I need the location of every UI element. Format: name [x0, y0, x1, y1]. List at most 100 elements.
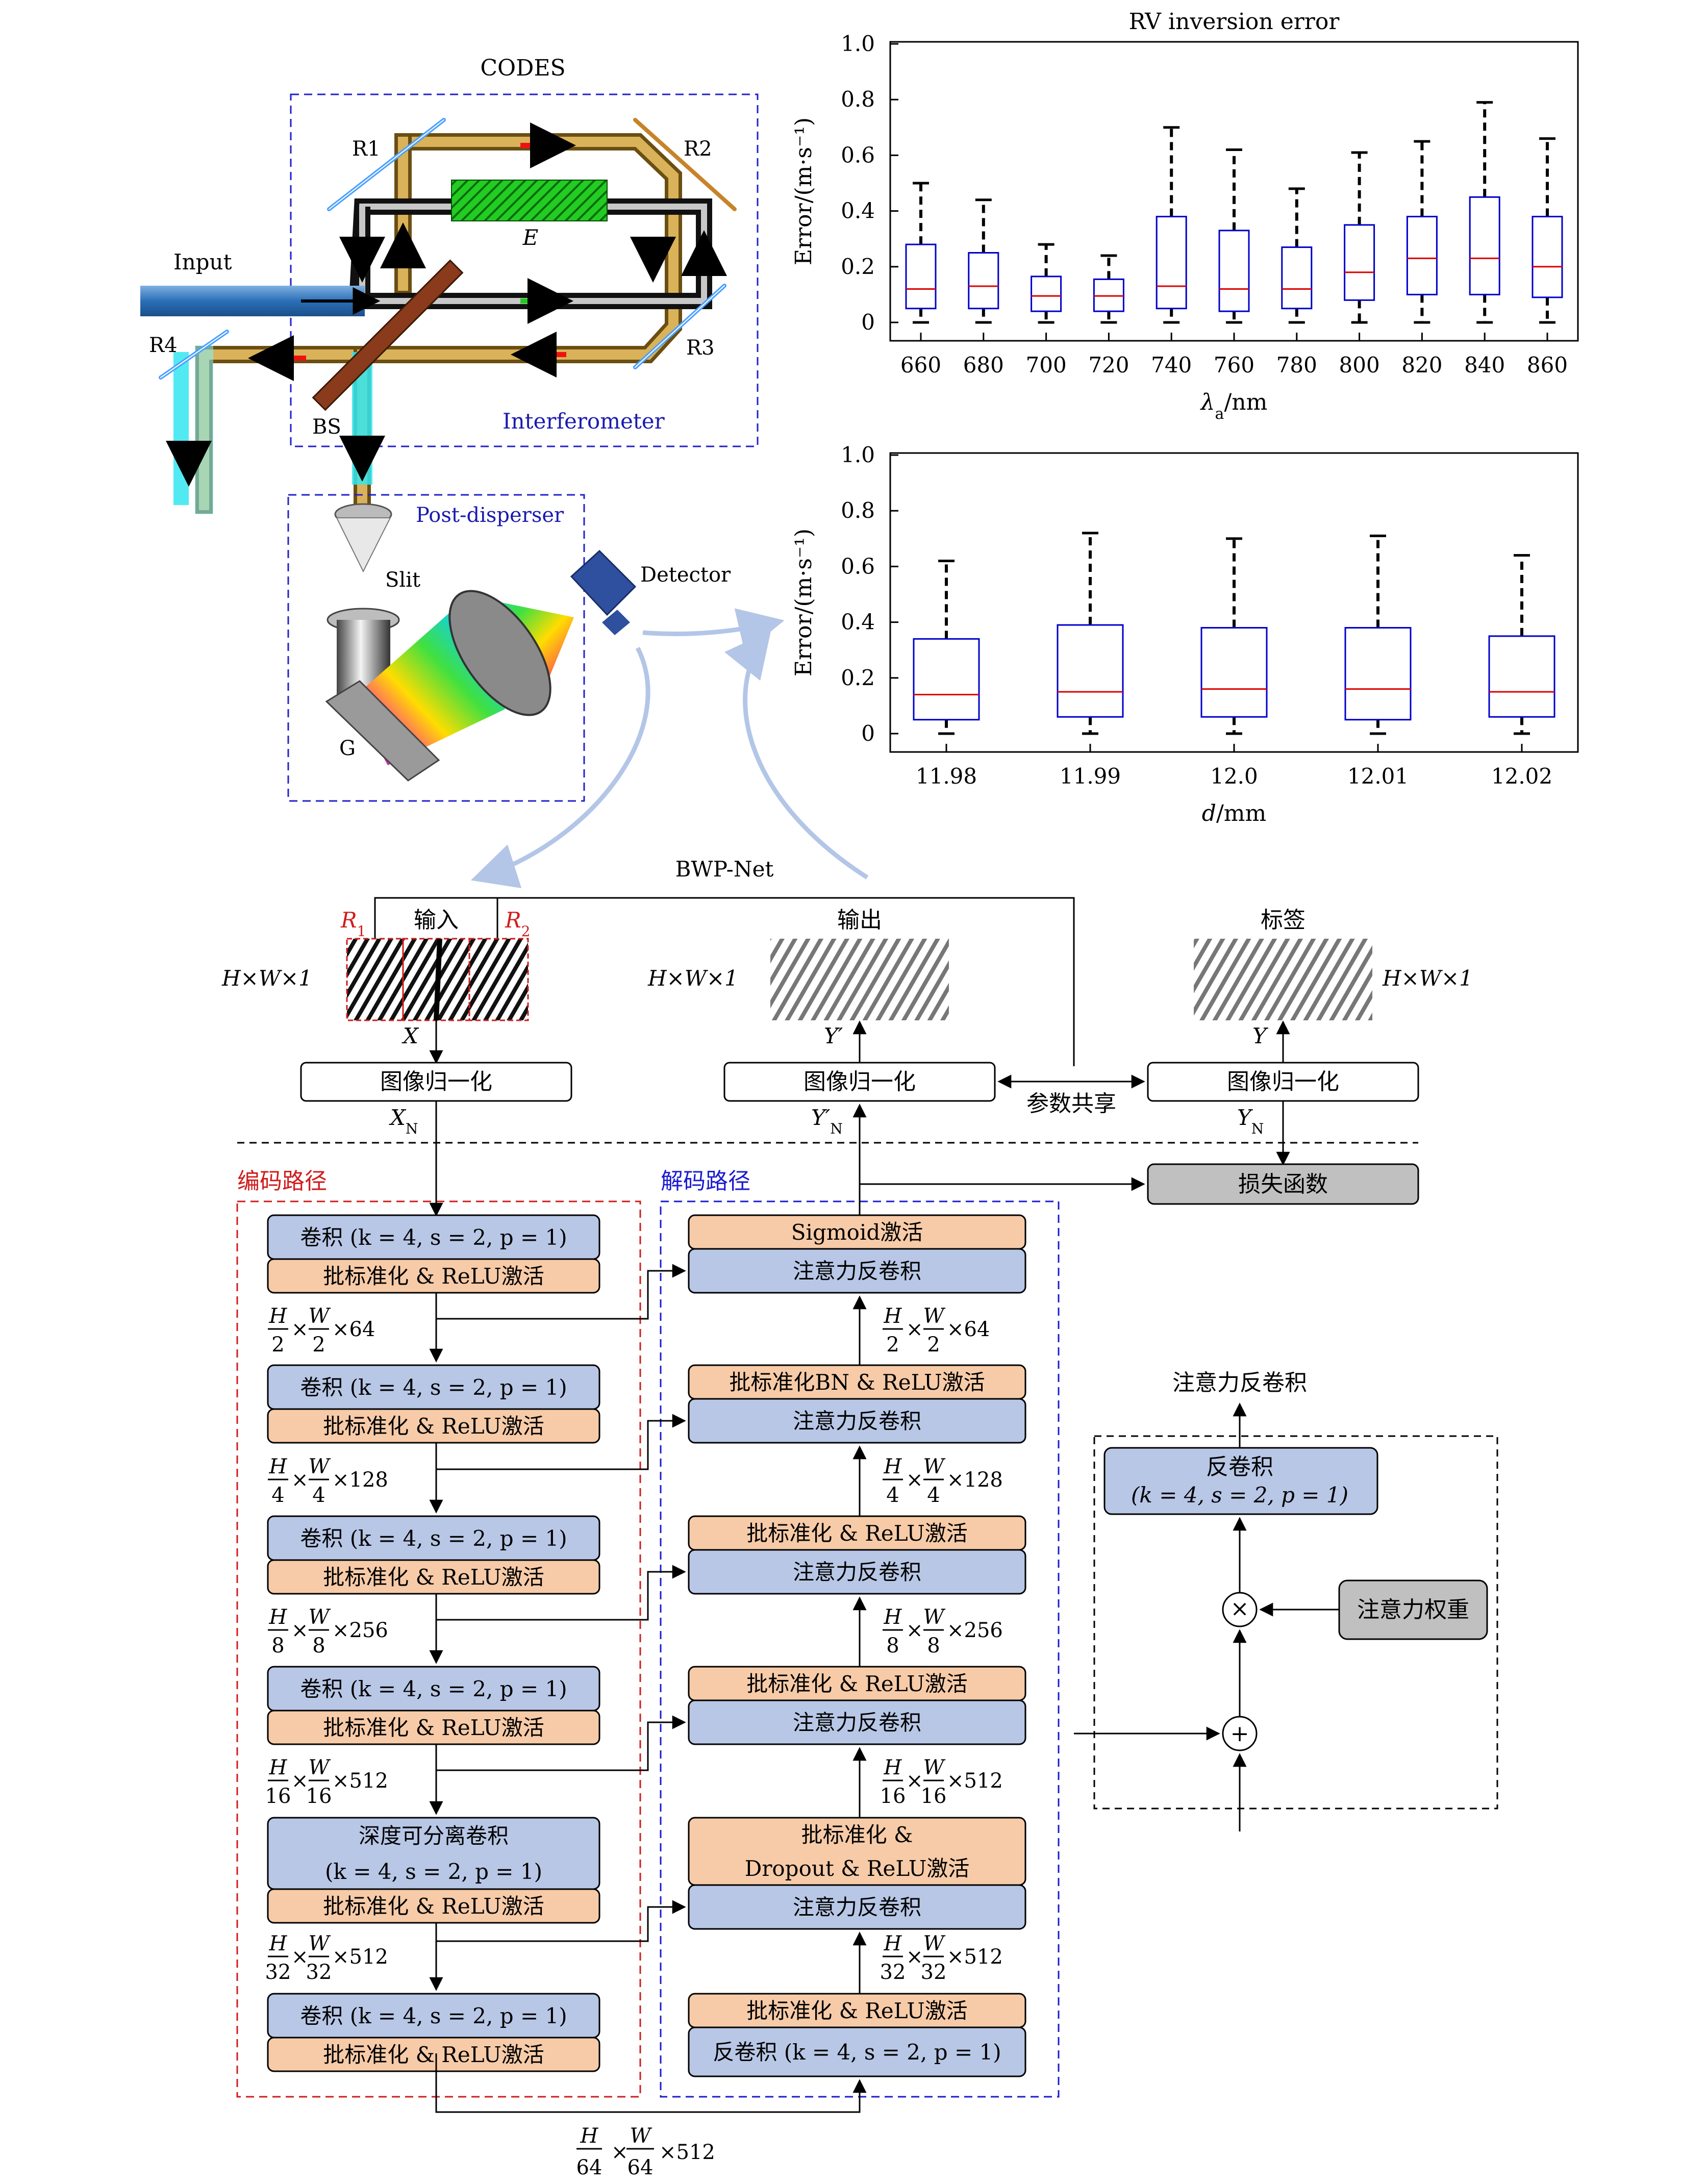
svg-text:×512: ×512 — [947, 1769, 1003, 1793]
codes-layout: CODES Interferometer E Input — [140, 55, 869, 888]
y-tick-label: 0.2 — [841, 254, 875, 279]
etalon-e — [451, 180, 608, 221]
encoder-conv-4-text: 卷积 (k = 4, s = 2, p = 1) — [300, 1676, 567, 1701]
svg-text:×512: ×512 — [947, 1945, 1003, 1969]
attn-detail-title: 注意力反卷积 — [1172, 1370, 1307, 1396]
svg-text:H: H — [580, 2124, 599, 2148]
skip-connection-2 — [436, 1414, 686, 1470]
decoder-att-deconv-4-text: 注意力反卷积 — [793, 1710, 921, 1735]
svg-text:×128: ×128 — [332, 1468, 388, 1492]
svg-text:×512: ×512 — [332, 1769, 388, 1793]
decoder-att-deconv-5 — [688, 1884, 1026, 1930]
connector-detector-to-net — [470, 646, 650, 888]
encoder-bn-3 — [267, 1559, 600, 1595]
x-tick-label: 740 — [1151, 353, 1192, 378]
svg-text:W: W — [923, 1455, 945, 1478]
encoder-bn-5 — [267, 1888, 600, 1924]
skip-connections — [436, 1264, 686, 1942]
post-disperser-box — [287, 494, 585, 802]
y-tick-label: 0.4 — [841, 610, 875, 635]
skip-connection-3 — [436, 1565, 686, 1621]
x-tick-label: 720 — [1088, 353, 1129, 378]
box — [1488, 635, 1555, 718]
codes-title: CODES — [480, 55, 565, 81]
y-label: Y — [1252, 1023, 1269, 1048]
label-image — [1194, 939, 1372, 1020]
svg-text:32: 32 — [921, 1961, 947, 1984]
encoder-conv-3-text: 卷积 (k = 4, s = 2, p = 1) — [300, 1526, 567, 1551]
svg-text:×: × — [291, 1945, 309, 1969]
y-tick-label: 0.6 — [841, 554, 875, 579]
svg-text:W: W — [308, 1932, 331, 1955]
encoder-conv-1-text: 卷积 (k = 4, s = 2, p = 1) — [300, 1225, 567, 1250]
mirrors — [159, 118, 737, 380]
box — [1218, 230, 1250, 312]
normalize-label-text: 图像归一化 — [1227, 1069, 1339, 1095]
box — [1406, 216, 1438, 295]
y-tick-label: 0.4 — [841, 198, 875, 223]
svg-text:8: 8 — [886, 1634, 899, 1658]
svg-text:32: 32 — [265, 1961, 291, 1984]
slit-cone — [336, 517, 391, 573]
svg-text:×64: ×64 — [332, 1318, 375, 1341]
x-tick-label: 680 — [963, 353, 1004, 378]
svg-text:×: × — [1231, 1596, 1249, 1622]
box — [1057, 624, 1124, 718]
x-tick-label: 12.0 — [1210, 764, 1258, 789]
y-tick-label: 0 — [861, 310, 875, 335]
svg-text:×: × — [611, 2141, 629, 2164]
camera-lens — [448, 590, 551, 716]
encoder-bn-2 — [267, 1408, 600, 1444]
svg-text:W: W — [923, 1756, 945, 1779]
x-tick-label: 11.98 — [916, 764, 977, 789]
encoder-bn-4-text: 批标准化 & ReLU激活 — [323, 1715, 544, 1740]
encoder-dim-4: H16×W16×512 — [265, 1756, 388, 1808]
bottleneck-dim: H 64 × W 64 ×512 — [576, 2124, 715, 2179]
svg-text:16: 16 — [921, 1785, 947, 1808]
x-tick-label: 840 — [1464, 353, 1505, 378]
decoder-att-deconv-5-text: 注意力反卷积 — [793, 1895, 921, 1920]
x-tick-label: 660 — [900, 353, 941, 378]
encoder-title: 编码路径 — [237, 1168, 327, 1194]
bs-label: BS — [312, 415, 341, 439]
net-top-line — [374, 897, 1075, 1066]
x-tick-label: 800 — [1339, 353, 1380, 378]
skip-connection-4 — [436, 1715, 686, 1771]
normalize-box-output — [723, 1062, 996, 1102]
svg-text:×: × — [291, 1318, 309, 1341]
multiply-node — [1222, 1592, 1258, 1627]
xn-label: XN — [389, 1105, 418, 1137]
svg-text:32: 32 — [306, 1961, 332, 1984]
decoder-dim-2: H4×W4×128 — [883, 1455, 1003, 1507]
interferometer-box — [290, 93, 759, 447]
attn-deconv-box — [1103, 1447, 1378, 1515]
svg-text:H: H — [269, 1932, 288, 1955]
encoder-bn-1 — [267, 1258, 600, 1294]
encoder-bn-6 — [267, 2037, 600, 2072]
decoder-dim-1: H2×W2×64 — [883, 1304, 990, 1357]
encoder-dim-5: H32×W32×512 — [265, 1932, 388, 1984]
detector-label: Detector — [640, 563, 731, 587]
y-tick-label: 0.2 — [841, 665, 875, 690]
add-node — [1222, 1716, 1258, 1751]
svg-text:×: × — [291, 1468, 309, 1492]
decoder-title: 解码路径 — [661, 1168, 750, 1194]
svg-text:2: 2 — [271, 1333, 284, 1357]
svg-text:H: H — [269, 1455, 288, 1478]
svg-text:H: H — [269, 1304, 288, 1328]
y-axis-label: Error/(m·s⁻¹) — [791, 529, 817, 676]
decoder-att-deconv-2-text: 注意力反卷积 — [793, 1409, 921, 1434]
svg-text:4: 4 — [271, 1484, 284, 1507]
encoder-bn-2-text: 批标准化 & ReLU激活 — [323, 1414, 544, 1439]
decoder-att-deconv-3 — [688, 1549, 1026, 1595]
detector — [570, 549, 637, 635]
decoder-deconv — [688, 2026, 1026, 2077]
box — [1344, 224, 1375, 301]
encoder-conv-5-text: 深度可分离卷积 — [359, 1823, 509, 1848]
normalize-output-text: 图像归一化 — [804, 1069, 916, 1095]
svg-text:×64: ×64 — [947, 1318, 990, 1341]
svg-text:×: × — [906, 1468, 923, 1492]
